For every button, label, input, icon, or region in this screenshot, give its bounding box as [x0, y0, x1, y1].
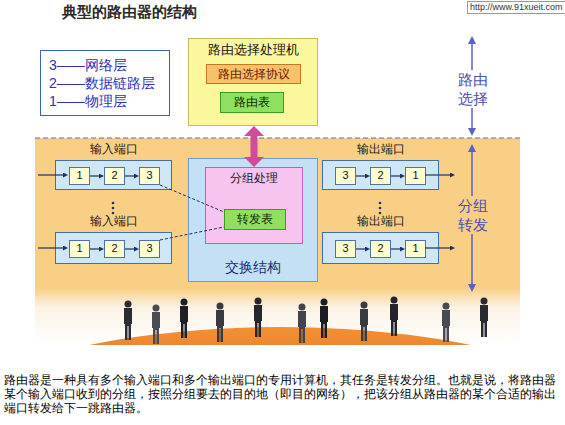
box-label: 2 [111, 169, 117, 183]
box-label: 路由表 [234, 95, 270, 110]
port-heading: 输出端口 [357, 214, 405, 229]
layer-number-box: 2 [370, 240, 391, 258]
flow-arrow [125, 175, 134, 176]
person-figure [180, 299, 188, 339]
port-heading: 输入端口 [90, 214, 138, 229]
layer-number-box: 1 [405, 240, 426, 258]
box-label: 2 [377, 169, 383, 183]
layer-legend-box: 3——网络层2——数据链路层1——物理层 [40, 50, 170, 116]
person-figure [216, 303, 224, 343]
layer-number-box: 1 [405, 167, 426, 185]
legend-line: 1——物理层 [49, 92, 127, 110]
person-figure [442, 303, 450, 343]
box-label: 转发表 [237, 212, 273, 227]
person-figure [390, 297, 398, 337]
box-label: 1 [76, 242, 82, 256]
flow-arrow [125, 248, 134, 249]
flow-arrow [391, 175, 400, 176]
dashed-link [160, 185, 224, 212]
photo-strip [35, 288, 520, 345]
person-figure [480, 298, 488, 338]
box-label: 3 [342, 169, 348, 183]
layer-number-box: 2 [104, 167, 125, 185]
input-line [38, 247, 63, 248]
routing-processor: 路由选择处理机路由选择协议路由表 [188, 38, 318, 126]
box-label: 1 [412, 169, 418, 183]
label-slot: 分组 转发 [456, 196, 490, 234]
forwarding-band [35, 138, 520, 290]
output-line [425, 174, 450, 175]
label-slot: 典型的路由器的结构 [62, 3, 362, 21]
input-line [38, 174, 63, 175]
slide-title: 典型的路由器的结构 [62, 3, 362, 21]
port-box: 输出端口321 [322, 160, 439, 190]
flow-arrow [356, 248, 365, 249]
protocol-box: 路由选择协议 [206, 64, 301, 84]
layer-number-box: 1 [69, 240, 90, 258]
box-label: 1 [412, 242, 418, 256]
layer-number-box: 3 [335, 167, 356, 185]
table-box: 转发表 [224, 209, 286, 230]
flow-arrow [90, 248, 99, 249]
watermark: http://www.91xueit.com [467, 1, 565, 14]
box-label: 交换结构 [225, 259, 281, 277]
flow-arrow [356, 175, 365, 176]
box-label: 1 [76, 169, 82, 183]
layer-number-box: 2 [104, 240, 125, 258]
exchange-arrow [251, 136, 258, 157]
span-label: 路由 选择 [456, 70, 490, 108]
layer-number-box: 3 [335, 240, 356, 258]
output-line [425, 247, 450, 248]
label-slot: 路由器是一种具有多个输入端口和多个输出端口的专用计算机，其任务是转发分组。也就是… [4, 373, 557, 415]
layer-divider [35, 137, 520, 138]
port-box: 输入端口123 [55, 232, 172, 264]
person-figure [298, 304, 306, 344]
switch-fabric: 交换结构 分组处理转发表 [188, 158, 318, 282]
layer-number-box: 2 [370, 167, 391, 185]
person-figure [320, 299, 328, 339]
box-label: 2 [111, 242, 117, 256]
port-heading: 输出端口 [357, 142, 405, 157]
legend-line: 2——数据链路层 [49, 74, 155, 92]
layer-number-box: 3 [139, 167, 160, 185]
table-box: 路由表 [220, 92, 284, 113]
box-label: 3 [342, 242, 348, 256]
port-box: 输入端口123 [55, 160, 172, 190]
span-label: 分组 转发 [456, 196, 490, 234]
flow-arrow [391, 248, 400, 249]
layer-number-box: 1 [69, 167, 90, 185]
box-label: 路由选择处理机 [208, 42, 299, 58]
person-figure [124, 301, 132, 341]
dashed-link [160, 227, 224, 240]
port-heading: 输入端口 [90, 142, 138, 157]
box-label: 2 [377, 242, 383, 256]
box-label: 分组处理 [230, 171, 278, 186]
box-label: 3 [146, 242, 152, 256]
caption-text: 路由器是一种具有多个输入端口和多个输出端口的专用计算机，其任务是转发分组。也就是… [4, 373, 557, 415]
person-figure [254, 298, 262, 338]
ellipsis-dots [112, 202, 382, 215]
port-box: 输出端口321 [322, 232, 439, 264]
person-figure [152, 305, 160, 345]
legend-line: 3——网络层 [49, 56, 127, 74]
label-slot: http://www.91xueit.com [467, 1, 565, 14]
person-figure [360, 302, 368, 342]
packet-processing-box: 分组处理转发表 [205, 167, 303, 244]
label-slot: 路由 选择 [456, 70, 490, 108]
flow-arrow [90, 175, 99, 176]
layer-number-box: 3 [139, 240, 160, 258]
box-label: 路由选择协议 [218, 67, 290, 82]
box-label: 3 [146, 169, 152, 183]
